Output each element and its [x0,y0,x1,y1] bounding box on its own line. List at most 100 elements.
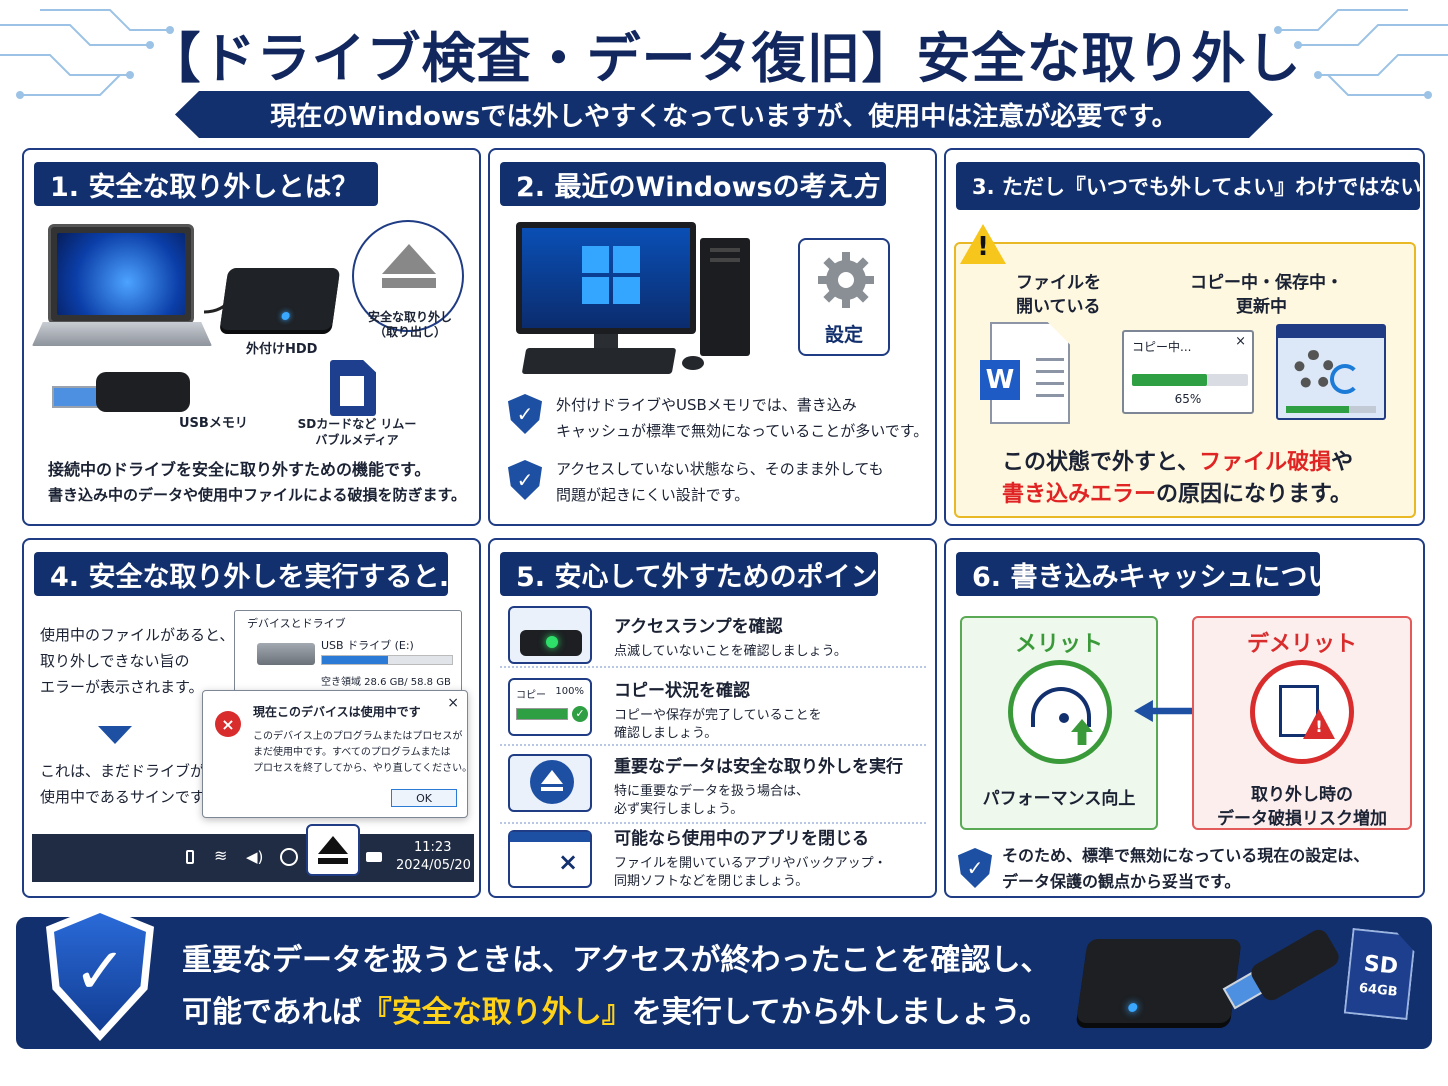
panel4-text2-line2: 使用中であるサインです。 [40,788,219,806]
panel-not-anytime: 3. ただし『いつでも外してよい』わけではない ! ファイルを 開いている コピ… [944,148,1425,526]
shield-check-icon: ✓ [508,460,542,500]
merit-label: パフォーマンス向上 [982,789,1136,809]
panel2-point1-line2: キャッシュが標準で無効になっていることが多いです。 [556,422,929,440]
clock-date: 2024/05/20 [396,858,471,873]
panel-recent-windows: 2. 最近のWindowsの考え方 設定 ✓ 外付けドライブやUSBメモリでは、… [488,148,937,526]
windows-logo-icon [582,246,640,304]
panel3-title: 3. ただし『いつでも外してよい』わけではない [956,162,1420,210]
arrow-down-icon [98,726,132,744]
panel4-text2-line1: これは、まだドライブが [40,762,206,780]
warning-message-line2: 書き込みエラーの原因になります。 [1002,482,1352,507]
clock-time: 11:23 [414,840,452,855]
wifi-icon[interactable]: ≋ [214,846,228,865]
point3-heading: 重要なデータは安全な取り外しを実行 [614,757,903,777]
usb-drive-name: USB ドライブ (E:) [321,639,414,652]
panel-write-cache: 6. 書き込みキャッシュについて メリット パフォーマンス向上 デメリット ! … [944,538,1425,898]
usb-memory-image [52,386,100,408]
footer-line2: 可能であれば『安全な取り外し』を実行してから外しましょう。 [182,995,1050,1030]
case1-line2: 開いている [1016,297,1101,317]
red-text-write-error: 書き込みエラー [1002,482,1157,507]
case2-line2: 更新中 [1236,297,1287,317]
error-dialog: × 現在このデバイスは使用中です × このデバイス上のプログラムまたはプロセスが… [202,690,472,818]
case1-line1: ファイルを [1016,273,1101,293]
sd-text: SD [1362,951,1400,980]
external-hdd-image [219,268,341,330]
word-badge: W [980,360,1020,400]
conclusion-line1: そのため、標準で無効になっている現在の設定は、 [1002,846,1370,865]
close-app-icon: × [508,830,592,888]
panel-execute-removal: 4. 安全な取り外しを実行すると… 使用中のファイルがあると、 取り外しできない… [22,538,481,898]
point2-line1: コピーや保存が完了していることを [614,708,822,723]
keyboard-image [521,348,677,374]
point1-heading: アクセスランプを確認 [614,617,783,637]
demerit-box: デメリット ! 取り外し時の データ破損リスク増加 [1192,616,1412,830]
sd-card-image [330,360,376,416]
circuit-decoration-right [1274,9,1448,99]
error-body-line1: このデバイス上のプログラムまたはプロセスが [253,731,463,742]
error-icon: × [215,711,241,737]
conclusion-line2: データ保護の観点から妥当です。 [1002,872,1241,891]
panel4-title: 4. 安全な取り外しを実行すると… [34,552,448,596]
copy-percent: 65% [1174,392,1202,406]
taskbar: ≋ ◀) 11:23 2024/05/20 [32,834,474,882]
demerit-line2: データ破損リスク増加 [1217,809,1387,829]
circuit-decoration-left [0,9,174,99]
red-text-file-corruption: ファイル破損 [1199,450,1332,475]
speaker-icon[interactable]: ◀) [246,848,264,866]
footer-banner: ✓ 重要なデータを扱うときは、アクセスが終わったことを確認し、 可能であれば『安… [16,905,1432,1049]
panel2-point2-line1: アクセスしていない状態なら、そのまま外しても [556,460,884,478]
usb-device-tray-icon[interactable] [366,852,382,862]
demerit-title: デメリット [1246,632,1357,657]
usb-label: USBメモリ [179,416,248,431]
panel4-text1-line2: 取り外しできない旨の [40,652,190,670]
close-icon: × [1235,334,1246,349]
panel1-desc-1: 接続中のドライブを安全に取り外すための機能です。 [48,460,431,479]
eject-tray-button[interactable] [306,824,360,876]
panel5-title: 5. 安心して外すためのポイント [500,552,878,596]
eject-icon [382,244,436,274]
document-warning-icon: ! [1250,660,1354,764]
drive-free-space: 空き領域 28.6 GB/ 58.8 GB [321,677,451,688]
point2-heading: コピー状況を確認 [614,681,750,701]
settings-label: 設定 [824,324,863,346]
page-subtitle: 現在のWindowsでは外しやすくなっていますが、使用中は注意が必要です。 [175,91,1273,138]
point-row [500,600,926,668]
point2-line2: 確認しましょう。 [614,726,718,741]
point4-line2: 同期ソフトなどを閉じましょう。 [614,874,809,889]
access-lamp-icon [508,606,592,664]
point4-line1: ファイルを開いているアプリやバックアップ・ [614,856,887,871]
globe-icon[interactable] [280,848,298,866]
panel2-title: 2. 最近のWindowsの考え方 [500,162,886,206]
page-title: 【ドライブ検査・データ復旧】安全な取り外し [146,27,1302,90]
shield-check-icon: ✓ [958,848,992,888]
sd-label: SDカードなど リムーバブルメディア [297,417,417,447]
ok-button[interactable]: OK [391,789,457,807]
demerit-line1: 取り外し時の [1251,785,1353,805]
close-icon[interactable]: × [447,695,459,711]
case2-line1: コピー中・保存中・ [1190,273,1343,293]
eject-icon [318,836,348,854]
panel1-desc-2: 書き込み中のデータや使用中ファイルによる破損を防ぎます。 [48,486,467,504]
pc-tower-image [700,238,750,356]
merit-title: メリット [1014,632,1103,657]
point-row [500,748,926,824]
mouse-image [682,356,704,370]
panel1-title: 1. 安全な取り外しとは？ [34,162,378,206]
panel2-point2-line2: 問題が起きにくい設計です。 [556,486,750,504]
panel6-title: 6. 書き込みキャッシュについて [956,552,1320,596]
eject-bubble [352,220,464,332]
merit-box: メリット パフォーマンス向上 [960,616,1158,830]
copy-dialog-title: コピー中... [1132,340,1192,354]
external-hdd-image [1076,939,1242,1023]
gear-refresh-icon [1294,350,1334,390]
point3-line1: 特に重要なデータを扱う場合は、 [614,784,810,799]
warning-message-line1: この状態で外すと、ファイル破損や [1002,450,1354,475]
devices-panel-title: デバイスとドライブ [247,617,346,630]
settings-tile: 設定 [798,238,890,356]
usb-tray-icon[interactable] [186,850,194,864]
shield-check-icon: ✓ [508,394,542,434]
point4-heading: 可能なら使用中のアプリを閉じる [614,829,869,849]
panel-safe-points: 5. 安心して外すためのポイント アクセスランプを確認 点滅していないことを確認… [488,538,937,898]
sd-card-image: SD 64GB [1344,928,1417,1020]
updating-window [1276,324,1386,420]
